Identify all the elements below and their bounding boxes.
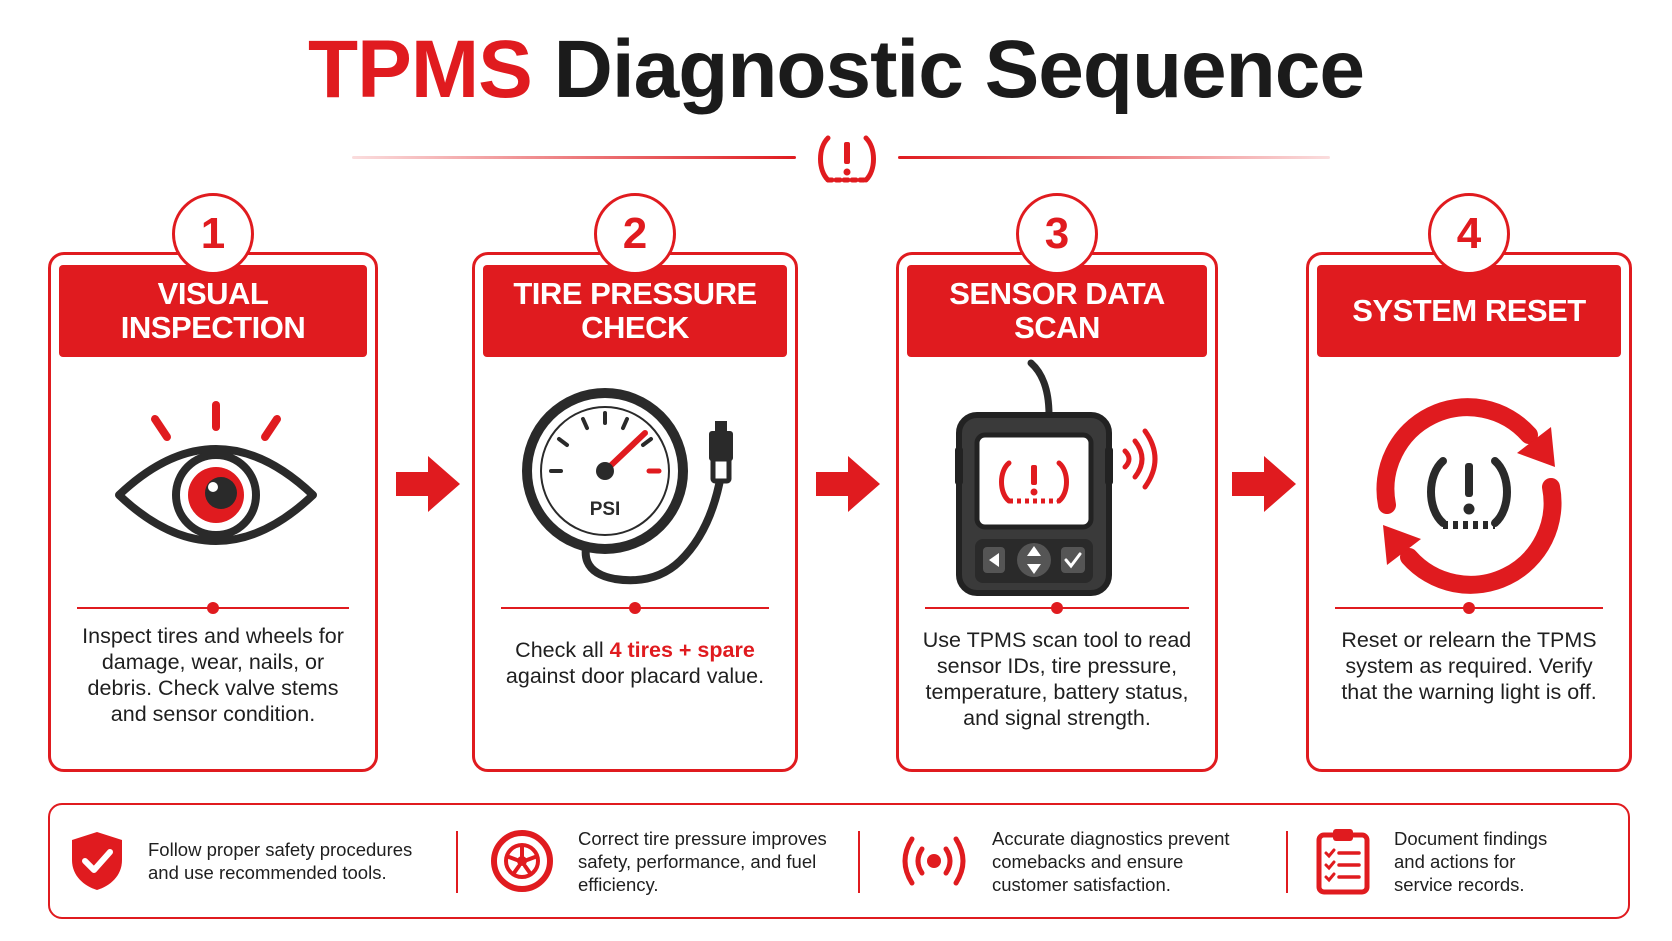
- step-description: Inspect tires and wheels for damage, wea…: [82, 624, 344, 726]
- footer-separator: [858, 831, 860, 893]
- footer-tip-text: Correct tire pressure improves safety, p…: [578, 827, 827, 895]
- step-number-badge: 2: [594, 193, 676, 275]
- title-accent: TPMS: [308, 24, 533, 115]
- step-description-part: Check all: [515, 638, 610, 662]
- card-separator: [501, 602, 769, 614]
- step-number-badge: 3: [1016, 193, 1098, 275]
- step-card-tire-pressure-check: 2 TIRE PRESSURE CHECK PSI Check all: [472, 193, 798, 772]
- step-description: Check all 4 tires + spare against door p…: [505, 637, 765, 689]
- step-title: VISUAL INSPECTION: [59, 265, 367, 357]
- tpms-scan-tool-icon: [899, 355, 1215, 715]
- reset-cycle-icon: [1309, 375, 1629, 735]
- step-description: Reset or relearn the TPMS system as requ…: [1341, 628, 1597, 704]
- footer-tips-bar: Follow proper safety procedures and use …: [48, 803, 1630, 919]
- step-card-system-reset: 4 SYSTEM RESET Reset or relearn the TPMS…: [1306, 193, 1632, 772]
- card-separator: [925, 602, 1189, 614]
- signal-broadcast-icon: [902, 836, 966, 886]
- footer-tip-text: Accurate diagnostics prevent comebacks a…: [992, 827, 1230, 895]
- title-divider-left: [352, 156, 796, 159]
- footer-tip-documentation: Document findings and actions for servic…: [1316, 805, 1616, 917]
- footer-separator: [456, 831, 458, 893]
- shield-check-icon: [72, 832, 122, 890]
- footer-separator: [1286, 831, 1288, 893]
- card-separator: [77, 602, 349, 614]
- tire-wheel-icon: [491, 830, 553, 892]
- title-divider-right: [898, 156, 1330, 159]
- arrow-right-icon: [1232, 456, 1296, 512]
- eye-icon: [51, 375, 375, 735]
- pressure-gauge-icon: PSI: [475, 375, 795, 735]
- step-number-badge: 4: [1428, 193, 1510, 275]
- clipboard-checklist-icon: [1316, 829, 1370, 895]
- card-separator: [1335, 602, 1603, 614]
- step-description: Use TPMS scan tool to read sensor IDs, t…: [922, 628, 1192, 730]
- step-card-sensor-data-scan: 3 SENSOR DATA SCAN Use TPMS sc: [896, 193, 1218, 772]
- step-title: SYSTEM RESET: [1317, 265, 1621, 357]
- footer-tip-text: Follow proper safety procedures and use …: [148, 839, 413, 883]
- page-title: TPMS Diagnostic Sequence: [0, 22, 1672, 118]
- step-title: TIRE PRESSURE CHECK: [483, 265, 787, 357]
- footer-tip-pressure: Correct tire pressure improves safety, p…: [490, 805, 830, 917]
- footer-tip-diagnostics: Accurate diagnostics prevent comebacks a…: [900, 805, 1250, 917]
- tpms-warning-icon: [818, 135, 876, 183]
- step-number-badge: 1: [172, 193, 254, 275]
- footer-tip-text: Document findings and actions for servic…: [1394, 827, 1548, 895]
- title-main: Diagnostic Sequence: [553, 24, 1365, 115]
- step-title: SENSOR DATA SCAN: [907, 265, 1207, 357]
- gauge-label: PSI: [590, 499, 621, 520]
- step-description-highlight: 4 tires + spare: [609, 638, 755, 662]
- footer-tip-safety: Follow proper safety procedures and use …: [70, 805, 430, 917]
- arrow-right-icon: [396, 456, 460, 512]
- arrow-right-icon: [816, 456, 880, 512]
- step-description-part: against door placard value.: [505, 664, 765, 688]
- step-card-visual-inspection: 1 VISUAL INSPECTION Inspect tires and wh…: [48, 193, 378, 772]
